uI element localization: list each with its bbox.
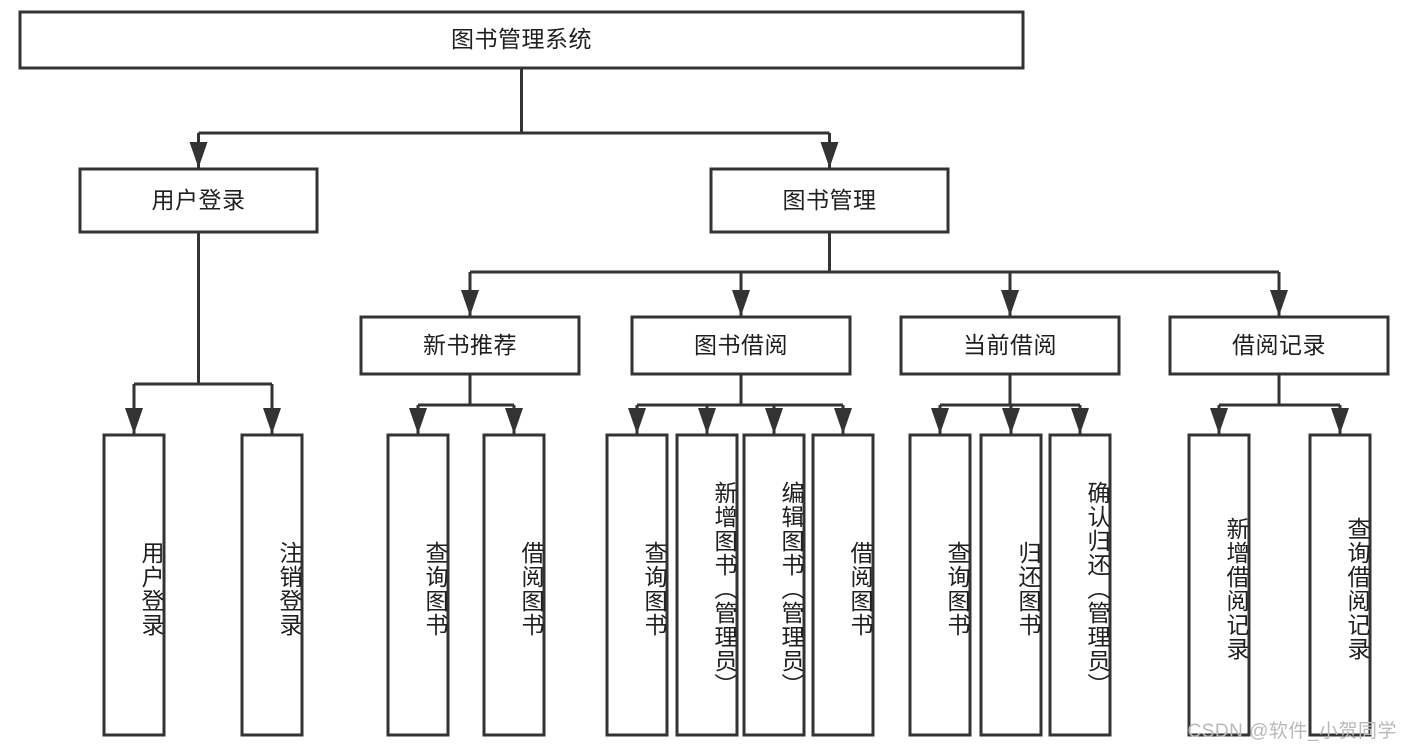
arrow-head-icon [1270, 290, 1288, 316]
arrow-head-icon [189, 142, 208, 168]
node-leaf-0 [102, 433, 166, 737]
node-leaf-3 [482, 433, 546, 737]
arrow-head-icon [628, 408, 646, 434]
arrow-head-icon [263, 408, 281, 434]
arrow-head-icon [1071, 408, 1089, 434]
arrow-head-icon [505, 408, 523, 434]
node-leaf-7 [811, 433, 875, 737]
node-leaf-6 [742, 433, 806, 737]
node-level2-0 [78, 167, 319, 234]
node-leaf-9 [979, 433, 1043, 737]
node-leaf-10 [1048, 433, 1112, 737]
node-leaf-2 [386, 433, 450, 737]
box-layer [18, 10, 1390, 737]
arrow-head-icon [1331, 408, 1349, 434]
connector-layer [125, 68, 1349, 434]
arrow-head-icon [931, 408, 949, 434]
node-level3-1 [630, 315, 852, 376]
node-leaf-5 [675, 433, 739, 737]
arrow-head-icon [834, 408, 852, 434]
node-level2-1 [709, 167, 950, 234]
node-leaf-1 [240, 433, 304, 737]
arrow-head-icon [765, 408, 783, 434]
node-leaf-4 [605, 433, 669, 737]
arrow-head-icon [820, 142, 839, 168]
node-level3-0 [359, 315, 581, 376]
arrow-head-icon [1001, 290, 1019, 316]
arrow-head-icon [1002, 408, 1020, 434]
node-root [18, 10, 1025, 70]
arrow-head-icon [732, 290, 750, 316]
watermark: CSDN @软件_小贺同学 [1187, 721, 1397, 742]
node-leaf-8 [908, 433, 972, 737]
arrow-head-icon [125, 408, 143, 434]
arrow-head-icon [698, 408, 716, 434]
arrow-head-icon [461, 290, 479, 316]
node-level3-2 [899, 315, 1121, 376]
arrow-head-icon [1210, 408, 1228, 434]
node-level3-3 [1168, 315, 1390, 376]
arrow-head-icon [409, 408, 427, 434]
node-leaf-11 [1187, 433, 1251, 737]
node-leaf-12 [1308, 433, 1372, 737]
